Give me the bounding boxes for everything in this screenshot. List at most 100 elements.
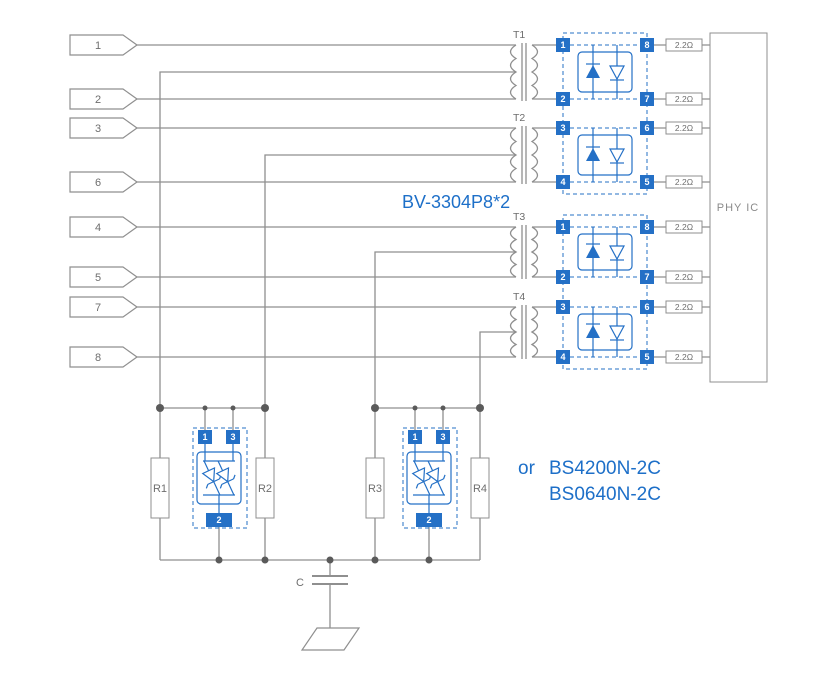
package-outline — [562, 214, 648, 370]
phy-ic: PHY IC — [709, 32, 768, 383]
tvs-option-1-label: BS4200N-2C — [549, 458, 661, 479]
capacitor-label: C — [296, 577, 304, 589]
resistor-value: 2.2Ω — [675, 123, 693, 133]
junction-dot — [215, 556, 223, 564]
input-wires — [137, 44, 516, 358]
pin-number: 2 — [216, 515, 221, 525]
diode-pair-cell-1 — [577, 45, 633, 99]
pin-pad — [556, 220, 570, 234]
zener-diode-icon — [215, 460, 236, 496]
pin-pad — [640, 92, 654, 106]
junction-dot — [261, 404, 269, 412]
pin-row-lines — [563, 44, 647, 183]
connector-flag-1: 1 — [69, 34, 139, 56]
flag-label: 4 — [95, 222, 101, 234]
diode-up-icon — [586, 325, 600, 338]
secondary-leads — [532, 226, 556, 278]
input-connector-flags: 1 2 3 6 4 5 7 8 — [69, 34, 139, 368]
junction-dot — [440, 405, 446, 411]
secondary-winding — [530, 226, 539, 278]
pin-number: 6 — [644, 302, 649, 312]
resistor-value: 2.2Ω — [675, 302, 693, 312]
tvs-array-package-1: 1 2 3 4 8 7 6 5 — [556, 32, 654, 195]
pin-pad — [198, 430, 212, 444]
secondary-leads — [532, 306, 556, 358]
flag-label: 7 — [95, 302, 101, 314]
flag-label: 2 — [95, 94, 101, 106]
connector-flag-7: 7 — [69, 296, 139, 318]
flag-label: 5 — [95, 272, 101, 284]
resistor-body — [665, 92, 703, 106]
cell-outline — [577, 313, 633, 351]
pin-pad — [640, 121, 654, 135]
pin-number: 1 — [560, 222, 565, 232]
resistor-value: 2.2Ω — [675, 94, 693, 104]
transformer-label: T4 — [513, 291, 525, 303]
pin-pad — [640, 175, 654, 189]
diode-down-icon — [608, 245, 626, 261]
internal-wires — [413, 444, 445, 513]
phy-ic-label: PHY IC — [717, 202, 759, 214]
pin-pad — [640, 220, 654, 234]
pin-pad — [556, 38, 570, 52]
diode-pair-cell-2 — [577, 128, 633, 182]
resistor-label: R1 — [153, 483, 167, 495]
resistor-body — [150, 457, 170, 519]
package-2-pins: 1 2 3 4 8 7 6 5 — [556, 220, 654, 364]
resistor-wires — [654, 44, 710, 358]
flag-shape — [69, 117, 139, 139]
flag-shape — [69, 88, 139, 110]
junction-dot — [156, 404, 164, 412]
zener-diode-icon — [201, 460, 222, 496]
connector-flag-6: 6 — [69, 171, 139, 193]
resistor-body — [665, 270, 703, 284]
connector-flag-3: 3 — [69, 117, 139, 139]
flag-shape — [69, 296, 139, 318]
pin-pad — [640, 270, 654, 284]
resistor-body — [665, 38, 703, 52]
pin-pad — [556, 270, 570, 284]
pin-number: 1 — [412, 432, 417, 442]
flag-label: 6 — [95, 177, 101, 189]
diode-up-icon — [586, 65, 600, 78]
core-lines — [521, 126, 527, 184]
resistor-body — [255, 457, 275, 519]
bottom-tvs-1: 1 3 2 — [192, 427, 248, 529]
pin-pad — [416, 513, 442, 527]
pin-number: 1 — [202, 432, 207, 442]
pin-number: 7 — [644, 272, 649, 282]
secondary-leads — [532, 44, 556, 100]
capacitor-plates — [312, 575, 348, 585]
junction-dot — [230, 405, 236, 411]
connector-flag-5: 5 — [69, 266, 139, 288]
zener-diode-icon — [411, 460, 432, 496]
flag-label: 1 — [95, 40, 101, 52]
pin-number: 7 — [644, 94, 649, 104]
resistor-body — [665, 350, 703, 364]
diode-up-icon — [586, 148, 600, 161]
pin-number: 8 — [644, 222, 649, 232]
junction-dot — [261, 556, 269, 564]
pin-pad — [436, 430, 450, 444]
pin-row-lines — [563, 226, 647, 358]
tvs-array-part-label: BV-3304P8*2 — [402, 192, 510, 212]
diode-pair-cell-3 — [577, 227, 633, 277]
pin-number: 3 — [440, 432, 445, 442]
center-tap-wires — [159, 71, 516, 408]
resistor-body — [665, 175, 703, 189]
transformer-t3: T3 — [509, 211, 556, 279]
primary-winding — [509, 226, 518, 278]
flag-shape — [69, 171, 139, 193]
junction-dot — [326, 556, 334, 564]
zener-triangle — [411, 467, 426, 483]
or-label: or — [518, 458, 536, 479]
core-lines — [521, 225, 527, 279]
tvs-array-package-2: 1 2 3 4 8 7 6 5 — [556, 214, 654, 370]
termination-wires — [159, 407, 481, 628]
ground-symbol — [300, 627, 361, 651]
flag-shape — [69, 266, 139, 288]
resistor-body — [665, 300, 703, 314]
pin-pad — [640, 350, 654, 364]
core-lines — [521, 43, 527, 101]
